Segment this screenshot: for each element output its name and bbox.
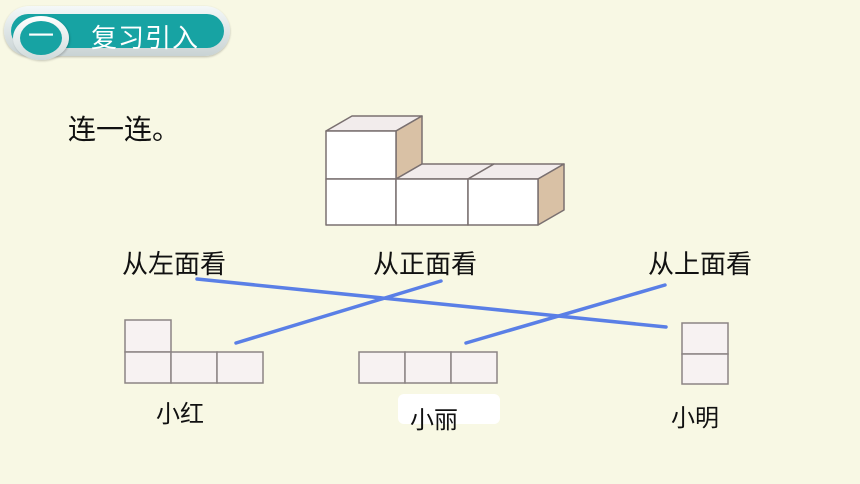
section-number-circle: 一: [13, 16, 69, 60]
xiaohong-view-shape: [124, 319, 264, 384]
cube-front-face: [325, 130, 397, 180]
view-label-left: 从左面看: [122, 250, 227, 280]
section-title: 复习引入: [91, 24, 200, 54]
line-top-to-xiaoli: [464, 283, 667, 345]
instruction-text: 连一连。: [68, 113, 181, 146]
view-label-front: 从正面看: [373, 250, 478, 280]
cube-figure: [325, 115, 565, 226]
line-left-to-xiaoming: [195, 277, 668, 329]
cube-front-face: [325, 178, 397, 226]
xiaoli-view-shape: [358, 351, 498, 384]
xiaoming-view-shape: [681, 322, 729, 385]
connection-lines: [195, 277, 668, 345]
section-number: 一: [20, 21, 62, 55]
student-name-xiaoli-background: [398, 394, 500, 424]
student-name-xiaohong: 小红: [156, 400, 204, 428]
cube-front-face: [395, 178, 469, 226]
line-front-to-xiaohong: [234, 279, 443, 345]
cube-front-face: [467, 178, 539, 226]
student-name-xiaoming: 小明: [671, 404, 719, 432]
view-label-top: 从上面看: [648, 250, 753, 280]
student-name-xiaoli: 小丽: [410, 406, 458, 434]
section-badge: 一 复习引入: [4, 6, 230, 60]
section-badge-bar: 一 复习引入: [11, 14, 224, 60]
